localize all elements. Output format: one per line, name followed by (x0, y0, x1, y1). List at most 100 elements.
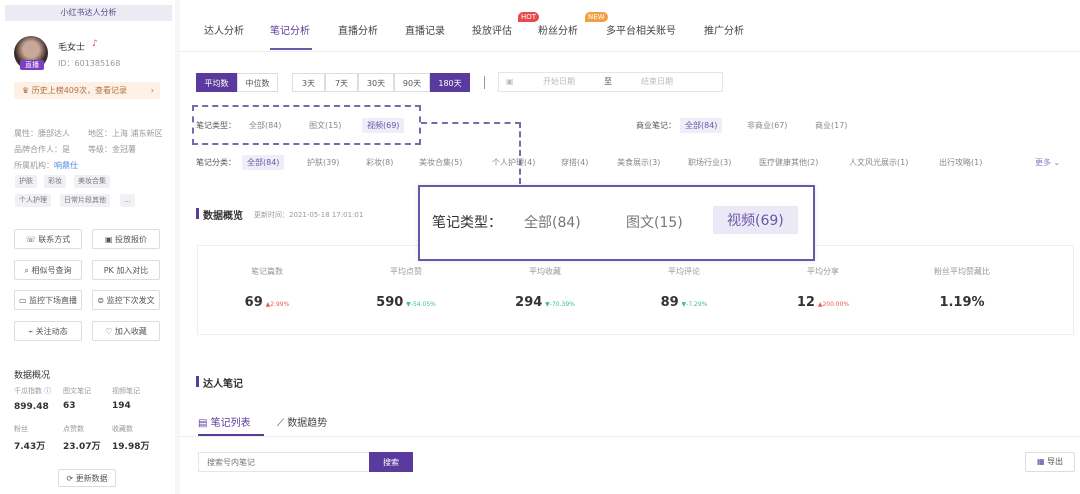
tag: 美妆合集 (74, 175, 110, 188)
metric-value: 89 (660, 295, 679, 310)
metric: 12 ▲200.00% (753, 295, 893, 310)
search-button[interactable]: 搜索 (369, 452, 413, 472)
follow-button[interactable]: ⌁ 关注动态 (14, 321, 82, 341)
category-label: 笔记分类： (196, 158, 236, 167)
range-180d[interactable]: 180天 (430, 73, 470, 92)
category-item[interactable]: 医疗健康其他(2) (759, 158, 819, 167)
stat-value: 7.43万 (14, 442, 46, 452)
callout-video: 视频(69) (713, 206, 798, 234)
chevron-right-icon: › (150, 86, 154, 95)
stat-value: 63 (63, 401, 76, 411)
category-item[interactable]: 出行攻略(1) (939, 158, 983, 167)
tab-promotion-analysis[interactable]: 推广分析 (704, 26, 744, 37)
more-tags[interactable]: ... (120, 194, 135, 207)
tab-note-list[interactable]: ▤ 笔记列表 (198, 418, 251, 429)
type-all[interactable]: 全部(84) (249, 121, 282, 130)
stat-value: 194 (112, 401, 131, 411)
influencer-name: 毛女士 (58, 43, 86, 53)
metric-change: ▲200.00% (817, 301, 850, 308)
category-item[interactable]: 穿搭(4) (561, 158, 589, 167)
metric-value: 69 (244, 295, 263, 310)
average-toggle[interactable]: 平均数 (196, 73, 237, 92)
median-toggle[interactable]: 中位数 (237, 73, 278, 92)
metric-change: ▼-54.05% (406, 301, 436, 308)
range-90d[interactable]: 90天 (394, 73, 430, 92)
org-link[interactable]: 响鼎仕 (54, 161, 78, 170)
metric-label: 平均分享 (807, 267, 839, 276)
note-type-label: 笔记类型： (196, 121, 236, 130)
monitor-live-button[interactable]: ▭ 监控下场直播 (14, 290, 82, 310)
metric-change: ▲2.99% (265, 301, 290, 308)
tab-note-analysis[interactable]: 笔记分析 (270, 26, 310, 37)
more-categories[interactable]: 更多 ⌄ (1035, 158, 1061, 167)
attr-org: 所属机构：响鼎仕 (14, 160, 78, 171)
biz-commercial[interactable]: 商业(17) (815, 121, 848, 130)
excel-icon: ▦ (1036, 457, 1045, 466)
calendar-icon: ▣ (506, 77, 514, 86)
notes-section-title: 达人笔记 (203, 379, 243, 390)
hot-badge: HOT (518, 12, 540, 22)
tag: 个人护理 (15, 194, 51, 207)
category-item[interactable]: 彩妆(8) (366, 158, 394, 167)
tab-data-trend[interactable]: ⟋ 数据趋势 (277, 418, 328, 429)
metric-change: ▼-70.39% (545, 301, 575, 308)
overview-section-title: 数据概览 (203, 211, 243, 222)
category-item[interactable]: 全部(84) (242, 155, 285, 170)
attr-region: 地区：上海 浦东新区 (88, 129, 163, 138)
history-ranking-link[interactable]: ♛ 历史上榜409次，查看记录 › (14, 82, 160, 99)
metric-value: 1.19% (939, 295, 985, 310)
monitor-post-button[interactable]: ⊜ 监控下次发文 (92, 290, 160, 310)
range-7d[interactable]: 7天 (325, 73, 358, 92)
commercial-label: 商业笔记： (636, 121, 676, 130)
favorite-button[interactable]: ♡ 加入收藏 (92, 321, 160, 341)
contact-button[interactable]: ☏ 联系方式 (14, 229, 82, 249)
metric-label: 平均收藏 (529, 267, 561, 276)
stat-value: 899.48 (14, 402, 49, 412)
tab-campaign-evaluation[interactable]: 投放评估 (472, 26, 512, 37)
tab-live-analysis[interactable]: 直播分析 (338, 26, 378, 37)
refresh-data-button[interactable]: ⟳ 更新数据 (58, 469, 116, 487)
tab-fans-analysis[interactable]: 粉丝分析 (538, 26, 578, 37)
stat-value: 23.07万 (63, 442, 101, 452)
biz-non-commercial[interactable]: 非商业(67) (747, 121, 788, 130)
range-30d[interactable]: 30天 (358, 73, 394, 92)
note-search-input[interactable] (198, 452, 370, 472)
range-3d[interactable]: 3天 (292, 73, 325, 92)
category-item[interactable]: 人文风光展示(1) (849, 158, 909, 167)
start-date-input[interactable]: 开始日期 (543, 77, 575, 86)
update-time: 更新时间：2021-05-18 17:01:01 (254, 211, 364, 219)
callout-all: 全部(84) (524, 215, 581, 231)
zoom-callout: 笔记类型： 全部(84) 图文(15) 视频(69) (418, 185, 815, 261)
stat-label: 收藏数 (112, 425, 133, 433)
tag: 护肤 (15, 175, 37, 188)
tab-influencer-analysis[interactable]: 达人分析 (204, 26, 244, 37)
tab-live-records[interactable]: 直播记录 (405, 26, 445, 37)
metric-value: 12 (796, 295, 815, 310)
overview-title: 数据概况 (14, 371, 51, 381)
category-item[interactable]: 美妆合集(5) (419, 158, 463, 167)
type-image[interactable]: 图文(15) (309, 121, 342, 130)
sidebar: 小红书达人分析 直播 毛女士 ♪ ID：601385168 ♛ 历史上榜409次… (0, 0, 175, 494)
metric-label: 粉丝平均赞藏比 (934, 267, 990, 276)
biz-all[interactable]: 全部(84) (680, 118, 723, 133)
sidebar-title: 小红书达人分析 (5, 5, 172, 21)
history-text: 历史上榜409次，查看记录 (31, 86, 127, 95)
crown-icon: ♛ (22, 86, 32, 95)
compare-button[interactable]: PK 加入对比 (92, 260, 160, 280)
stat-label: 粉丝 (14, 425, 28, 433)
end-date-input[interactable]: 结束日期 (641, 77, 673, 86)
category-item[interactable]: 美食展示(3) (617, 158, 661, 167)
live-badge: 直播 (20, 60, 44, 70)
quote-button[interactable]: ▣ 投放报价 (92, 229, 160, 249)
metric: 69 ▲2.99% (197, 295, 337, 310)
category-item[interactable]: 护肤(39) (307, 158, 340, 167)
type-video[interactable]: 视频(69) (362, 118, 405, 133)
metric-value: 590 (376, 295, 404, 310)
date-range-picker[interactable]: ▣ 开始日期 至 结束日期 (498, 72, 723, 92)
category-item[interactable]: 职场行业(3) (688, 158, 732, 167)
export-button[interactable]: ▦ 导出 (1025, 452, 1075, 472)
category-item[interactable]: 个人护理(4) (492, 158, 536, 167)
attr-brand-partner: 品牌合作人：是 (14, 145, 70, 154)
similar-search-button[interactable]: ⌕ 相似号查询 (14, 260, 82, 280)
tab-multi-platform[interactable]: 多平台相关账号 (606, 26, 676, 37)
